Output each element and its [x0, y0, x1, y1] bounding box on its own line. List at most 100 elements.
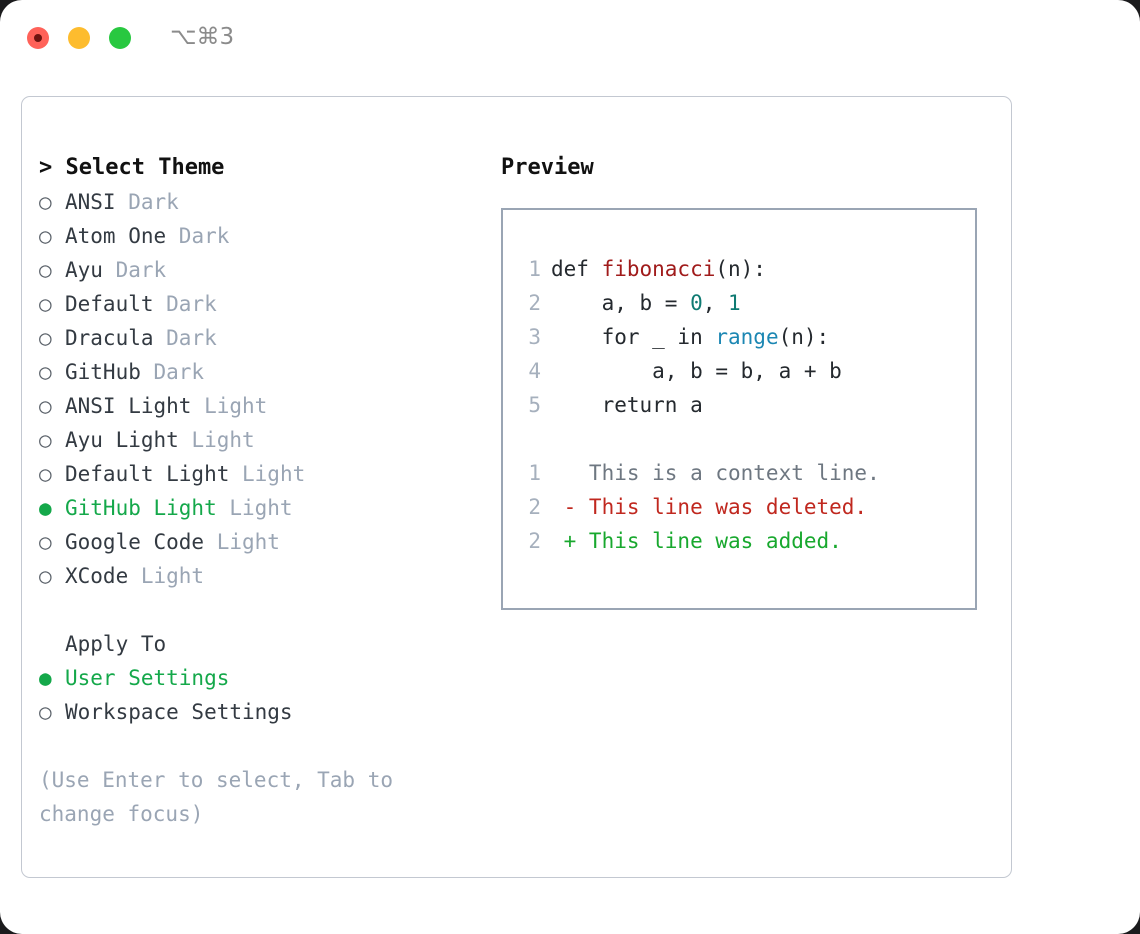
radio-selected-icon: ● — [39, 496, 52, 520]
diff-sample: 1 This is a context line.2 - This line w… — [521, 456, 975, 558]
close-window-button[interactable] — [27, 27, 49, 49]
apply-to-label: User Settings — [65, 666, 230, 690]
theme-picker-column: > Select Theme ○ANSI Dark○Atom One Dark○… — [39, 151, 479, 831]
theme-variant-badge: Light — [216, 496, 293, 520]
theme-variant-badge: Dark — [166, 224, 230, 248]
maximize-window-button[interactable] — [109, 27, 131, 49]
code-token: return a — [551, 393, 703, 417]
apply-to-item[interactable]: ○ Workspace Settings — [39, 695, 479, 729]
theme-list-item[interactable]: ○ Dracula Dark — [39, 321, 479, 355]
theme-name: Google Code — [65, 530, 205, 554]
apply-to-list: ● User Settings ○ Workspace Settings — [39, 661, 479, 729]
theme-list-item[interactable]: ● GitHub Light Light — [39, 491, 479, 525]
line-number: 2 — [528, 529, 541, 553]
diff-text: This is a context line. — [551, 461, 880, 485]
theme-list-item[interactable]: ○ ANSI Light Light — [39, 389, 479, 423]
code-token: fibonacci — [601, 257, 716, 281]
diff-line: 1 This is a context line. — [521, 456, 975, 490]
code-token: , — [702, 291, 729, 315]
line-number: 2 — [528, 495, 541, 519]
code-line: 5 return a — [521, 388, 975, 422]
apply-to-header: Apply To — [65, 632, 167, 656]
code-token: a, b = — [551, 291, 691, 315]
theme-name: XCode — [65, 564, 129, 588]
code-token: for _ in — [551, 325, 716, 349]
line-number: 1 — [528, 461, 541, 485]
radio-unselected-icon: ○ — [39, 224, 52, 248]
theme-list-item[interactable]: ○ Ayu Dark — [39, 253, 479, 287]
theme-variant-badge: Light — [128, 564, 205, 588]
line-number: 3 — [528, 325, 541, 349]
theme-name: Ayu Light — [65, 428, 179, 452]
radio-unselected-icon: ○ — [39, 326, 52, 350]
theme-list-item[interactable]: ○Ayu Light Light — [39, 423, 479, 457]
theme-name: Default Light — [65, 462, 230, 486]
theme-name: Dracula — [65, 326, 154, 350]
code-line: 4 a, b = b, a + b — [521, 354, 975, 388]
theme-name: Atom One — [65, 224, 167, 248]
preview-header: Preview — [501, 155, 594, 180]
diff-text: - This line was deleted. — [551, 495, 868, 519]
theme-list-item[interactable]: ○ ANSI Dark — [39, 185, 479, 219]
theme-list-item[interactable]: ○ XCode Light — [39, 559, 479, 593]
code-token: range — [715, 325, 779, 349]
traffic-lights — [27, 27, 131, 49]
radio-unselected-icon: ○ — [39, 258, 52, 282]
code-token: (n): — [778, 325, 830, 349]
theme-variant-badge: Dark — [153, 326, 217, 350]
radio-unselected-icon: ○ — [39, 292, 52, 316]
theme-list-item[interactable]: ○ Default Light Light — [39, 457, 479, 491]
diff-text: + This line was added. — [551, 529, 842, 553]
theme-name: GitHub — [65, 360, 141, 384]
theme-variant-badge: Light — [178, 428, 255, 452]
theme-variant-badge: Dark — [115, 190, 179, 214]
theme-list-item[interactable]: ○ Atom One Dark — [39, 219, 479, 253]
theme-name: Ayu — [65, 258, 103, 282]
theme-list-item[interactable]: ○Default Dark — [39, 287, 479, 321]
line-number: 4 — [528, 359, 541, 383]
radio-unselected-icon: ○ — [39, 394, 52, 418]
code-token: def — [551, 257, 602, 281]
select-theme-header: > Select Theme — [39, 155, 225, 180]
code-line: 2 a, b = 0, 1 — [521, 286, 975, 320]
keyboard-shortcut-label: ⌥⌘3 — [170, 24, 235, 50]
theme-name: Default — [65, 292, 154, 316]
code-token: a, b = b, a + b — [551, 359, 842, 383]
theme-name: ANSI — [65, 190, 116, 214]
radio-unselected-icon: ○ — [39, 190, 52, 214]
theme-name: ANSI Light — [65, 394, 192, 418]
radio-unselected-icon: ○ — [39, 462, 52, 486]
theme-variant-badge: Light — [229, 462, 306, 486]
minimize-window-button[interactable] — [68, 27, 90, 49]
list-spacer — [39, 593, 479, 627]
theme-list-item[interactable]: ○ GitHub Dark — [39, 355, 479, 389]
line-number: 2 — [528, 291, 541, 315]
radio-unselected-icon: ○ — [39, 360, 52, 384]
radio-selected-icon: ● — [39, 666, 52, 690]
diff-line: 2 + This line was added. — [521, 524, 975, 558]
apply-to-item[interactable]: ● User Settings — [39, 661, 479, 695]
radio-unselected-icon: ○ — [39, 700, 52, 724]
theme-variant-badge: Dark — [102, 258, 167, 282]
theme-list: ○ ANSI Dark ○ Atom One Dark ○ Ayu Dark ○ Defaul… — [39, 185, 479, 593]
main-panel: > Select Theme ○ANSI Dark○Atom One Dark○… — [21, 96, 1012, 878]
theme-list-item[interactable]: ○Google Code Light — [39, 525, 479, 559]
apply-to-label: Workspace Settings — [65, 700, 293, 724]
theme-variant-badge: Dark — [140, 360, 205, 384]
theme-variant-badge: Light — [191, 394, 268, 418]
theme-name: GitHub Light — [65, 496, 217, 520]
radio-unselected-icon: ○ — [39, 530, 52, 554]
title-bar: ⌥⌘3 — [0, 0, 1140, 78]
code-token: 0 — [690, 291, 703, 315]
radio-unselected-icon: ○ — [39, 564, 52, 588]
line-number: 5 — [528, 393, 541, 417]
line-number: 1 — [528, 257, 541, 281]
diff-line: 2 - This line was deleted. — [521, 490, 975, 524]
code-line: 3 for _ in range(n): — [521, 320, 975, 354]
keyboard-hint: (Use Enter to select, Tab to change focu… — [39, 768, 394, 826]
